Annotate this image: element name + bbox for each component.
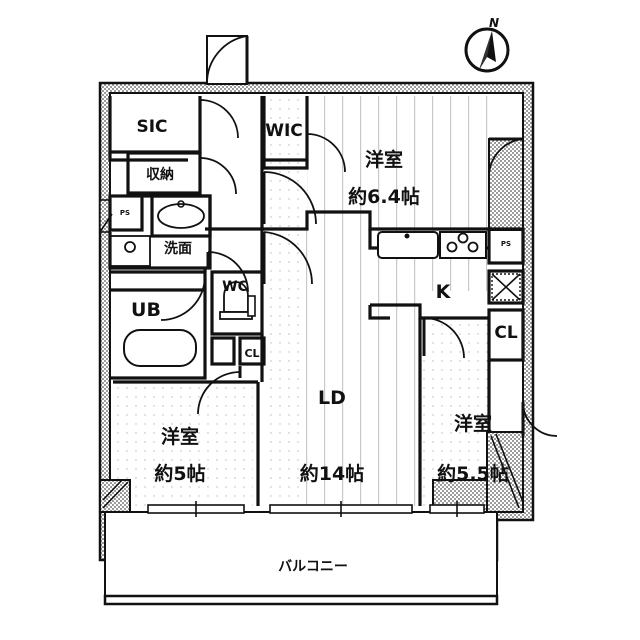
label-ps-west: PS — [120, 209, 130, 217]
bathtub-icon — [123, 329, 197, 367]
meter-box-icon — [491, 273, 521, 301]
kitchen-stove-icon — [439, 231, 487, 259]
balcony-label: バルコニー — [278, 559, 348, 575]
label-bedroom-east-area: 約5.5帖 — [437, 462, 509, 485]
wall-wic — [262, 96, 309, 162]
label-bedroom-west-area: 約5帖 — [154, 462, 205, 485]
door-swing-shuno — [199, 157, 237, 195]
wall-cl-east — [487, 308, 525, 362]
wall-kitchen-lower-b — [368, 305, 390, 320]
door-swing-bedroom-east — [423, 317, 465, 359]
toilet-icon — [219, 281, 256, 320]
wall-small-box — [210, 336, 236, 366]
door-swing-sic — [199, 99, 239, 139]
wall-ps-west — [108, 194, 144, 232]
label-cl-east: CL — [494, 323, 517, 343]
room-labels: 洋室 約6.4帖 LD 約14帖 洋室 約5帖 洋室 約5.5帖 K SIC W… — [120, 117, 518, 485]
fixtures — [109, 200, 521, 367]
label-bedroom-west-name: 洋室 — [161, 425, 199, 448]
kitchen-sink-icon — [377, 231, 439, 259]
wall-meter-box — [487, 269, 525, 305]
compass-north-label: N — [489, 16, 499, 30]
door-swing-bedroom-west — [197, 371, 241, 415]
wall-ub — [110, 270, 207, 380]
diag-line-b — [495, 433, 524, 503]
window-marks — [147, 501, 485, 517]
diag-line-c — [102, 481, 129, 509]
diag-line-a — [490, 435, 520, 509]
label-sic: SIC — [136, 117, 167, 137]
wall-kitchen-lower — [370, 303, 489, 320]
pillar-right-upper — [488, 138, 524, 231]
label-cl-center: CL — [244, 347, 259, 360]
balcony-outline — [104, 511, 498, 605]
label-wic: WIC — [265, 121, 303, 141]
label-bedroom-north-name: 洋室 — [365, 148, 403, 171]
wall-laundry-pan-box — [150, 194, 212, 238]
floor-bedroom-west — [113, 382, 253, 506]
label-bedroom-east-name: 洋室 — [454, 412, 492, 435]
label-ps-east: PS — [501, 240, 511, 248]
wall-bedroom-north-south — [205, 210, 489, 231]
door-swing-senmen — [207, 251, 249, 293]
label-ld-name: LD — [318, 387, 346, 409]
washbasin-icon — [157, 200, 205, 229]
label-unit-bath: UB — [131, 299, 161, 321]
wall-ps-east — [487, 227, 525, 265]
label-senmen: 洗面 — [164, 240, 192, 257]
balcony: バルコニー — [103, 511, 499, 606]
door-swing-corridor-upper — [263, 171, 317, 225]
door-swings — [160, 99, 558, 437]
door-swing-corridor-lower — [263, 231, 313, 285]
label-kitchen: K — [436, 281, 452, 303]
label-wc: WC — [222, 279, 248, 295]
entrance-door[interactable] — [206, 35, 249, 85]
wall-cl-center — [238, 336, 266, 366]
diag-line-d — [102, 479, 123, 501]
door-swing-wic — [306, 133, 346, 173]
label-ld-area: 約14帖 — [300, 462, 364, 485]
floor-bedroom-north — [307, 96, 489, 229]
label-bedroom-north-area: 約6.4帖 — [348, 185, 420, 208]
entrance-door-swing — [206, 35, 248, 85]
label-shuno: 収納 — [146, 166, 174, 183]
compass-icon: N — [464, 16, 510, 73]
floor-corridor — [264, 96, 306, 506]
wall-sic-b — [108, 152, 188, 162]
balcony-rail — [103, 594, 499, 606]
laundry-pan-icon — [109, 235, 151, 267]
